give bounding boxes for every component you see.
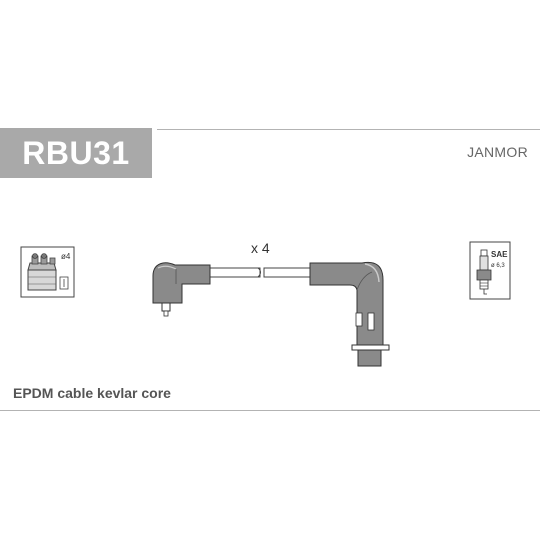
plug-standard-label: SAE	[491, 250, 508, 259]
quantity-label: x 4	[251, 240, 270, 256]
plug-size-label: ø 6,3	[491, 263, 505, 269]
spark-plug-icon	[469, 241, 511, 300]
cable-break-left	[257, 267, 261, 278]
part-code-badge: RBU31	[0, 128, 152, 178]
brand-name: JANMOR	[467, 144, 528, 160]
spark-plug-end-connector	[263, 261, 390, 367]
header-divider	[157, 129, 540, 130]
product-description: EPDM cable kevlar core	[13, 385, 171, 401]
coil-end-connector	[152, 262, 261, 317]
coil-diameter-label: ø4	[61, 252, 71, 261]
footer-divider	[0, 410, 540, 411]
ignition-coil-icon	[20, 246, 75, 298]
part-code: RBU31	[22, 134, 130, 171]
